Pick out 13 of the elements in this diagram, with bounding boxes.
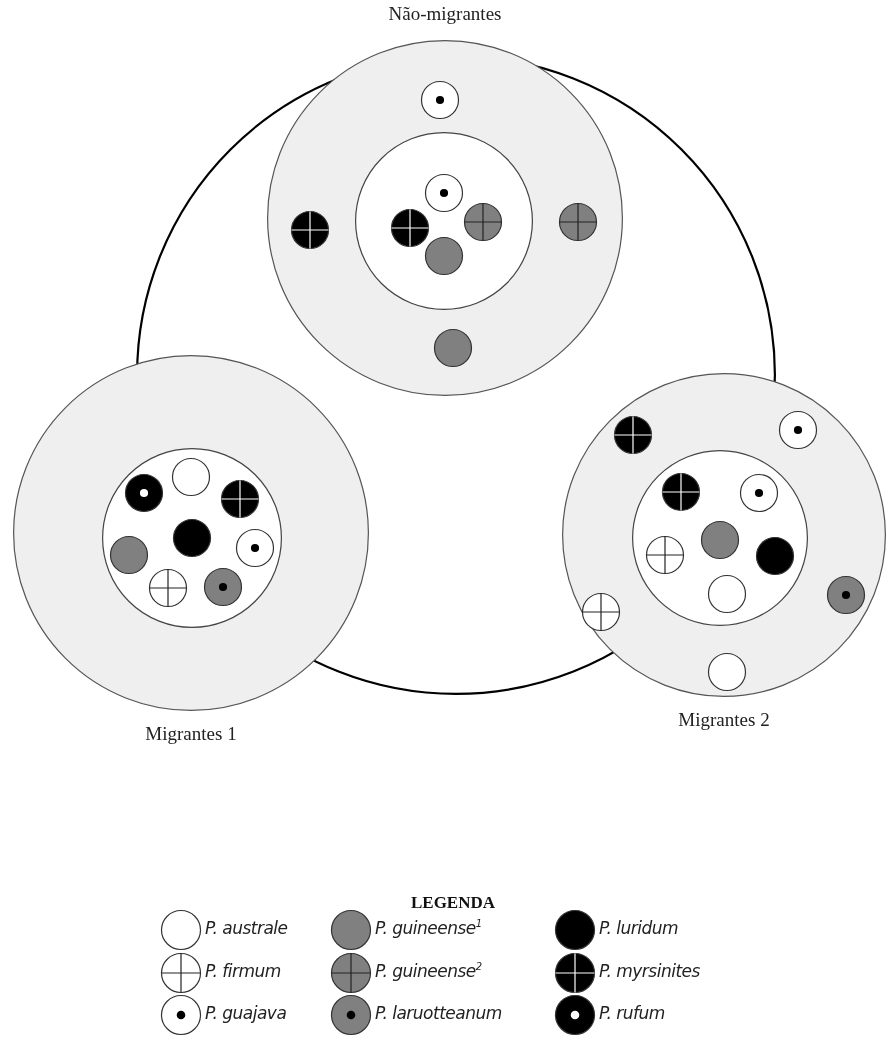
legend-label: P. guajava	[205, 1003, 287, 1023]
group-heading: Não-migrantes	[388, 3, 502, 25]
legend-label: P. myrsinites	[599, 961, 700, 981]
legend-title: LEGENDA	[410, 893, 496, 913]
group-heading: Migrantes 2	[678, 709, 770, 731]
legend-label: P. guineense$^{2}$	[375, 961, 482, 981]
legend-label: P. firmum	[205, 961, 281, 981]
legend-label: P. guineense$^{1}$	[375, 918, 482, 938]
legend-label: P. australe	[205, 918, 288, 938]
legend-label: P. laruotteanum	[375, 1003, 502, 1023]
legend-label: P. luridum	[599, 918, 679, 938]
group-heading: Migrantes 1	[145, 723, 237, 745]
legend-label: P. rufum	[599, 1003, 665, 1023]
